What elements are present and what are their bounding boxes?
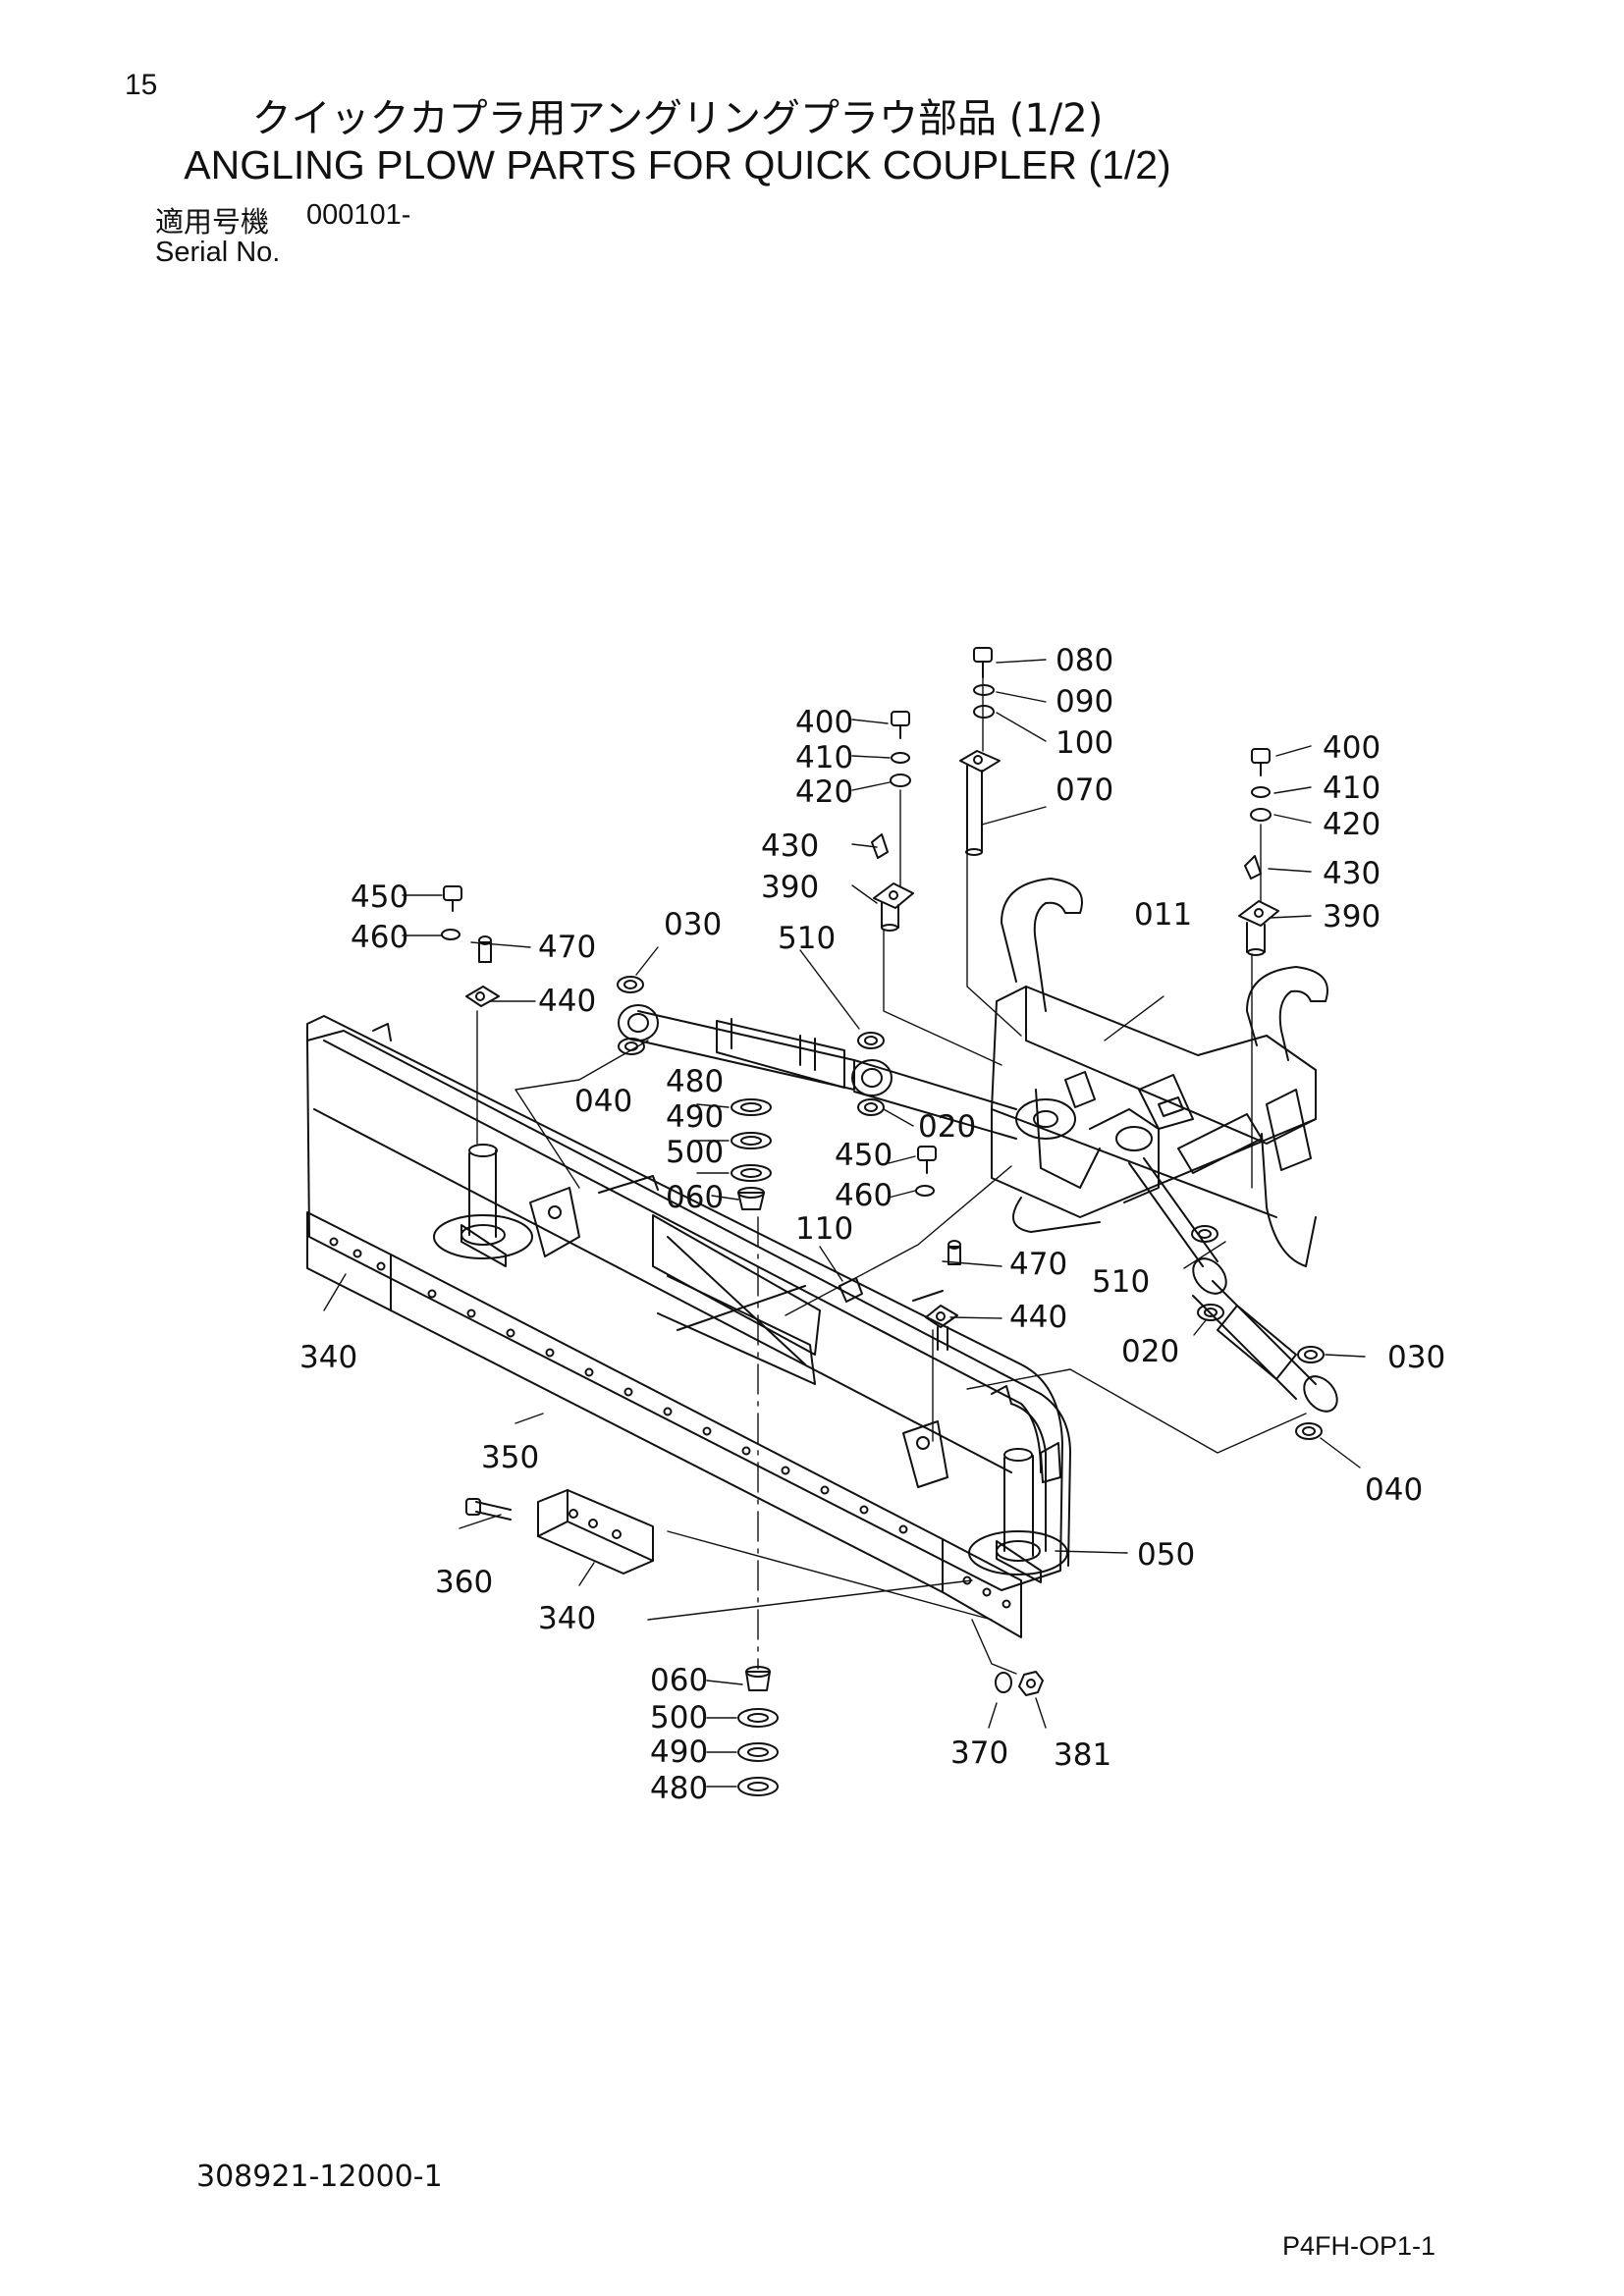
callout-020-left: 020 — [918, 1109, 976, 1145]
callout-350: 350 — [481, 1440, 539, 1475]
callout-460-mid: 460 — [835, 1178, 893, 1213]
hardware — [441, 647, 1325, 1796]
callout-030-right: 030 — [1387, 1340, 1445, 1375]
page-number: 15 — [125, 69, 158, 101]
callout-510-left: 510 — [778, 921, 836, 956]
coupler-frame — [991, 878, 1328, 1267]
callout-480-bottom: 480 — [650, 1771, 708, 1806]
callout-440-mid: 440 — [1009, 1300, 1067, 1335]
callout-060-upper: 060 — [666, 1180, 724, 1215]
callout-490-upper: 490 — [666, 1099, 724, 1135]
callout-480-upper: 480 — [666, 1064, 724, 1099]
callout-080: 080 — [1056, 643, 1113, 678]
callout-430-left: 430 — [761, 828, 819, 864]
callout-370: 370 — [950, 1735, 1008, 1771]
page-title-english: ANGLING PLOW PARTS FOR QUICK COUPLER (1/… — [184, 142, 1171, 187]
callout-070: 070 — [1056, 773, 1113, 808]
callout-460-left: 460 — [351, 920, 408, 955]
callout-labels: 080 090 100 070 400 410 420 430 390 400 … — [299, 643, 1445, 1806]
cylinder-right — [1128, 1157, 1338, 1413]
callout-440-left: 440 — [538, 984, 596, 1019]
callout-510-right: 510 — [1092, 1264, 1150, 1300]
serial-label-english: Serial No. — [155, 237, 281, 268]
callout-100: 100 — [1056, 725, 1113, 761]
callout-381: 381 — [1054, 1737, 1111, 1773]
callout-420-left: 420 — [795, 774, 853, 810]
callout-500-upper: 500 — [666, 1135, 724, 1170]
cutting-edge — [306, 1211, 1022, 1638]
cylinder-left — [618, 1004, 1017, 1140]
callout-011: 011 — [1134, 897, 1192, 933]
callout-390-left: 390 — [761, 870, 819, 905]
callout-470-left: 470 — [538, 930, 596, 965]
leader-lines — [323, 659, 1366, 1788]
callout-470-mid: 470 — [1009, 1247, 1067, 1282]
callout-430-right: 430 — [1323, 856, 1380, 891]
page-title-japanese: クイックカプラ用アングリングプラウ部品 (1/2) — [251, 96, 1104, 141]
callout-410-right: 410 — [1323, 771, 1380, 806]
callout-050: 050 — [1137, 1537, 1195, 1573]
callout-020-right: 020 — [1121, 1334, 1179, 1369]
callout-450-mid: 450 — [835, 1138, 893, 1173]
callout-500-bottom: 500 — [650, 1700, 708, 1735]
callout-410-left: 410 — [795, 740, 853, 775]
callout-340-bottom: 340 — [538, 1601, 596, 1636]
callout-400-left: 400 — [795, 705, 853, 740]
serial-number-value: 000101- — [306, 199, 411, 231]
callout-450-left: 450 — [351, 880, 408, 915]
callout-490-bottom: 490 — [650, 1735, 708, 1770]
callout-110: 110 — [795, 1211, 853, 1247]
callout-060-bottom: 060 — [650, 1663, 708, 1698]
callout-390-right: 390 — [1323, 899, 1380, 934]
callout-090: 090 — [1056, 684, 1113, 720]
callout-030-left: 030 — [664, 907, 722, 942]
callout-420-right: 420 — [1323, 807, 1380, 842]
serial-label-japanese: 適用号機 — [155, 205, 270, 239]
page-code: P4FH-OP1-1 — [1282, 2231, 1436, 2261]
callout-040-left: 040 — [574, 1084, 632, 1119]
drawing-number: 308921-12000-1 — [196, 2160, 443, 2194]
callout-400-right: 400 — [1323, 730, 1380, 766]
callout-360: 360 — [435, 1565, 493, 1600]
callout-040-right: 040 — [1365, 1472, 1423, 1508]
callout-340-left: 340 — [299, 1340, 357, 1375]
